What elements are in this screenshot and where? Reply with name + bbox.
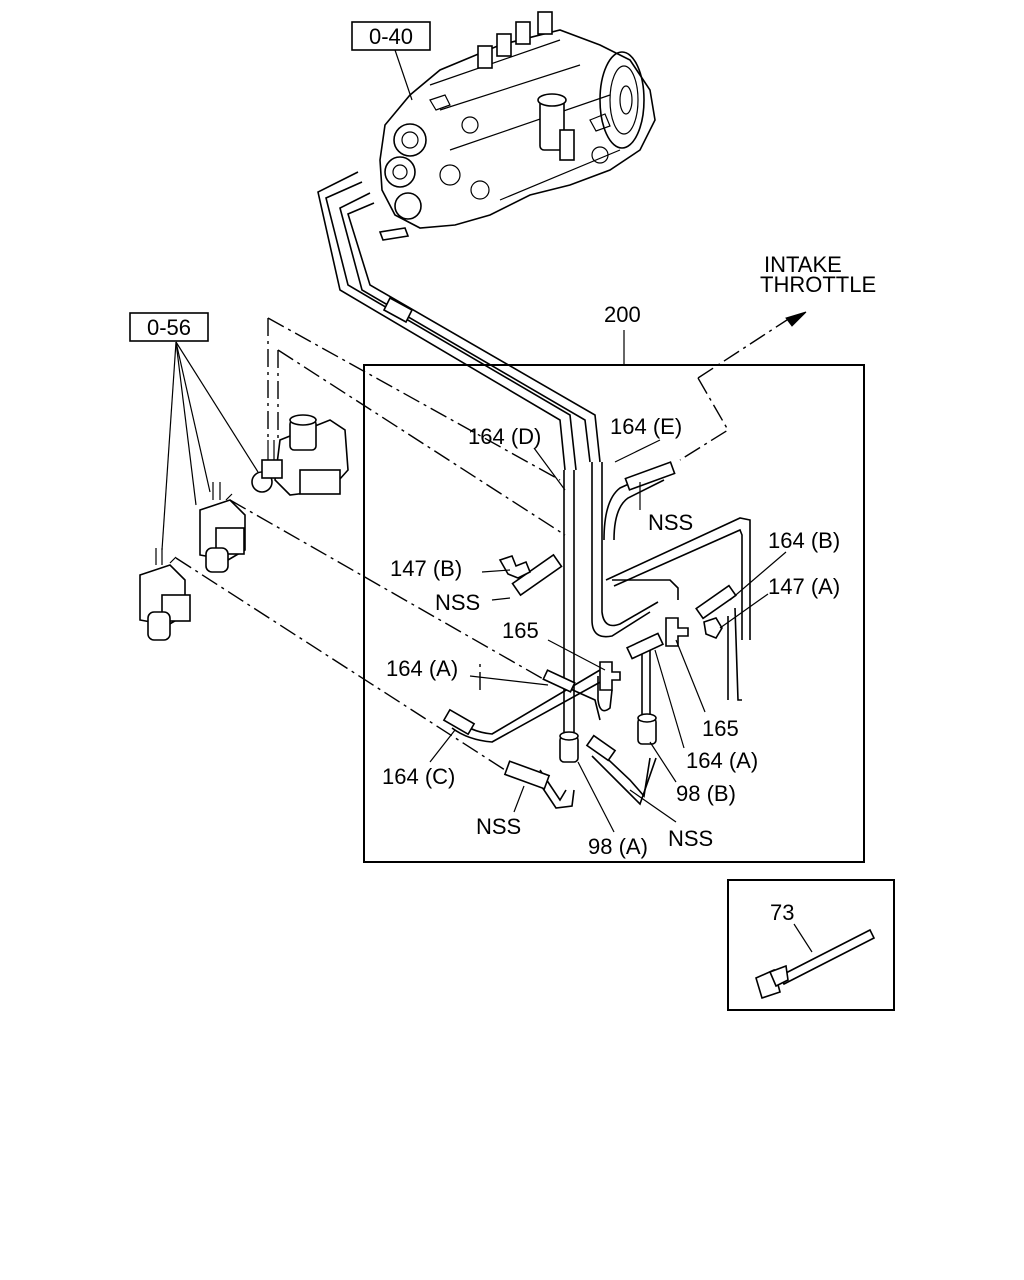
part-164d-label: 164 (D) — [468, 424, 541, 449]
injection-pump-illustration — [378, 11, 656, 241]
part-164b-label: 164 (B) — [768, 528, 840, 553]
part-165-lower-label: 165 — [702, 716, 739, 741]
vacuum-solenoid-middle — [199, 482, 246, 573]
group-200-label: 200 — [604, 302, 641, 327]
ref-040-box — [351, 21, 431, 51]
clip-detail-frame — [727, 879, 895, 1011]
assembly-leader-lines — [175, 317, 791, 771]
intake-throttle-line1: INTAKE — [764, 252, 842, 277]
part-98b-label: 98 (B) — [676, 781, 736, 806]
part-147b-label: 147 (B) — [390, 556, 462, 581]
part-73-label: 73 — [770, 900, 794, 925]
part-164a-left-label: 164 (A) — [386, 656, 458, 681]
group-200-frame — [363, 364, 865, 863]
part-165-upper-label: 165 — [502, 618, 539, 643]
hose-routing — [451, 462, 751, 809]
nss-bottom-left-label: NSS — [476, 814, 521, 839]
cable-tie-73 — [755, 928, 876, 1000]
nss-left-label: NSS — [435, 590, 480, 615]
vacuum-solenoid-upper — [251, 414, 349, 496]
ref-040-label: 0-40 — [369, 24, 413, 49]
ref-056-box — [129, 312, 209, 342]
nss-bottom-right-label: NSS — [668, 826, 713, 851]
vacuum-solenoid-lower — [139, 548, 191, 641]
part-164e-label: 164 (E) — [610, 414, 682, 439]
part-147a-label: 147 (A) — [768, 574, 840, 599]
part-98a-label: 98 (A) — [588, 834, 648, 859]
part-164c-label: 164 (C) — [382, 764, 455, 789]
nss-top-label: NSS — [648, 510, 693, 535]
intake-throttle-arrow — [785, 311, 807, 327]
callout-leaders — [161, 49, 813, 953]
hoses-from-pump — [317, 171, 601, 471]
fittings — [442, 461, 737, 790]
intake-throttle-line2: THROTTLE — [760, 272, 876, 297]
part-164a-right-label: 164 (A) — [686, 748, 758, 773]
ref-056-label: 0-56 — [147, 315, 191, 340]
